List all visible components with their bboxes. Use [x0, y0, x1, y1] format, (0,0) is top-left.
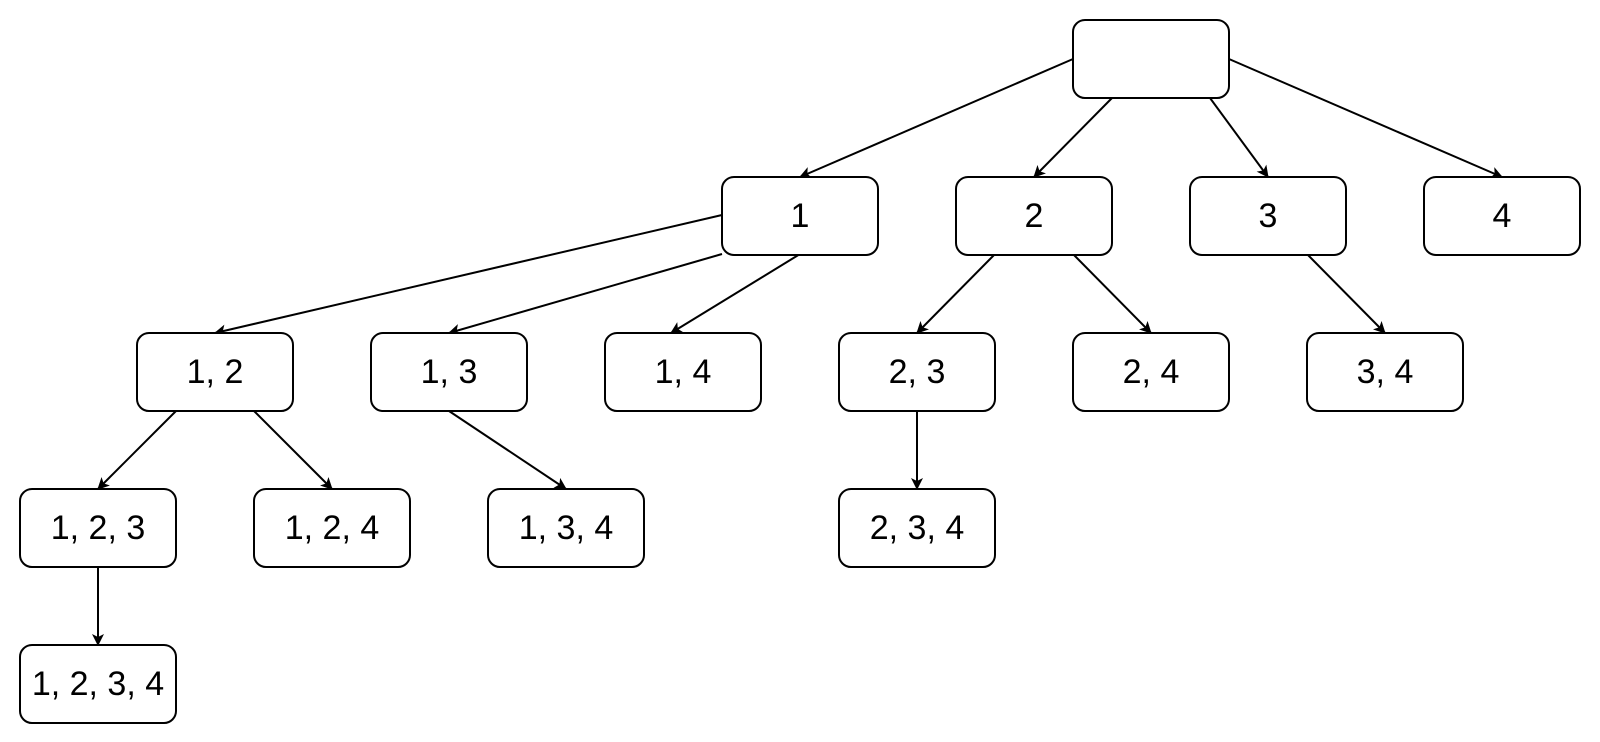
node-label: 1, 4 [655, 353, 712, 391]
edge-arrow-root-to-n1 [799, 58, 1074, 179]
edge-arrow-root-to-n2 [1033, 97, 1113, 178]
node-box [136, 332, 294, 412]
tree-node-n34: 3, 4 [1306, 332, 1464, 412]
tree-node-n1234: 1, 2, 3, 4 [19, 644, 177, 724]
node-box [1306, 332, 1464, 412]
tree-node-n14: 1, 4 [604, 332, 762, 412]
node-label: 1, 3, 4 [519, 509, 614, 547]
node-box [253, 488, 411, 568]
node-box [955, 176, 1113, 256]
node-box [1072, 332, 1230, 412]
node-label: 2 [1025, 197, 1044, 235]
edge-arrow-n13-to-n134 [448, 410, 567, 490]
node-label: 3 [1259, 197, 1278, 235]
edge-arrow-n1-to-n12 [214, 214, 723, 337]
tree-node-n1: 1 [721, 176, 879, 256]
node-box [838, 332, 996, 412]
node-label: 3, 4 [1357, 353, 1414, 391]
edge-arrow-n3-to-n34 [1306, 253, 1386, 334]
edge-arrow-n12-to-n123 [97, 410, 177, 490]
edge-arrow-root-to-n3 [1209, 97, 1269, 178]
tree-node-n23: 2, 3 [838, 332, 996, 412]
node-box [487, 488, 645, 568]
node-label: 2, 3 [889, 353, 946, 391]
edges-layer [92, 58, 1503, 646]
node-label: 1, 2, 4 [285, 509, 380, 547]
tree-node-n24: 2, 4 [1072, 332, 1230, 412]
edge-arrow-n2-to-n23 [916, 253, 996, 334]
node-box [370, 332, 528, 412]
node-label: 2, 3, 4 [870, 509, 965, 547]
edge-arrow-root-to-n4 [1228, 58, 1503, 179]
tree-node-n124: 1, 2, 4 [253, 488, 411, 568]
tree-node-n13: 1, 3 [370, 332, 528, 412]
tree-node-n123: 1, 2, 3 [19, 488, 177, 568]
node-label: 1, 3 [421, 353, 478, 391]
node-label: 1 [791, 197, 810, 235]
node-label: 1, 2 [187, 353, 244, 391]
tree-node-n234: 2, 3, 4 [838, 488, 996, 568]
node-box [1072, 19, 1230, 99]
node-label: 2, 4 [1123, 353, 1180, 391]
tree-node-root [1072, 19, 1230, 99]
node-box [19, 488, 177, 568]
node-box [1423, 176, 1581, 256]
node-box [604, 332, 762, 412]
tree-node-n2: 2 [955, 176, 1113, 256]
edge-arrow-n2-to-n24 [1072, 253, 1152, 334]
node-label: 1, 2, 3, 4 [32, 665, 164, 703]
node-box [838, 488, 996, 568]
tree-node-n134: 1, 3, 4 [487, 488, 645, 568]
node-box [19, 644, 177, 724]
tree-node-n3: 3 [1189, 176, 1347, 256]
node-box [1189, 176, 1347, 256]
node-label: 4 [1493, 197, 1512, 235]
node-box [721, 176, 879, 256]
tree-node-n4: 4 [1423, 176, 1581, 256]
node-label: 1, 2, 3 [51, 509, 146, 547]
edge-arrow-n12-to-n124 [253, 410, 333, 490]
edge-arrow-n1-to-n14 [670, 253, 801, 334]
edge-arrow-n1-to-n13 [448, 253, 723, 336]
nodes-layer: 1 2 3 4 1, 2 1, 3 1, 4 2, 3 2, 4 3, 4 1, 2, 3 1, 2,… [19, 19, 1581, 724]
tree-node-n12: 1, 2 [136, 332, 294, 412]
